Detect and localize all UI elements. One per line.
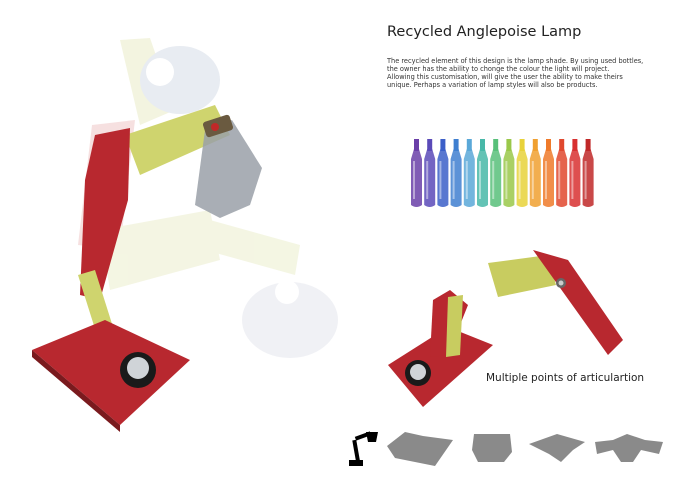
lamp-arm-silhouette-icon xyxy=(529,434,585,462)
bottle xyxy=(529,139,541,207)
bottle xyxy=(503,139,515,207)
bottle-row xyxy=(411,139,594,207)
bottle xyxy=(516,139,528,207)
red-arm xyxy=(80,128,130,300)
bottle xyxy=(424,139,436,207)
articulation-caption: Multiple points of articulartion xyxy=(486,372,645,384)
lamp-shade-silhouette-icon xyxy=(472,434,512,462)
lamp-base-silhouette-icon xyxy=(387,432,453,466)
bottle xyxy=(450,139,462,207)
description-paragraph-1: The recycled element of this design is t… xyxy=(387,57,644,73)
bottle xyxy=(437,139,449,207)
bottle xyxy=(477,139,488,207)
articulation-photos xyxy=(388,250,623,407)
joint-red-arm xyxy=(533,250,623,355)
upper-arm xyxy=(125,105,230,175)
lamp-silhouette-icon xyxy=(349,431,378,466)
description: The recycled element of this design is t… xyxy=(387,57,649,89)
bottle xyxy=(463,139,475,207)
lamp-joint-silhouette-icon xyxy=(595,434,663,462)
bottle xyxy=(543,139,554,207)
lamp-base xyxy=(32,320,190,425)
bottle xyxy=(411,139,422,207)
bottle xyxy=(569,139,581,207)
bottle xyxy=(556,139,568,207)
bottle xyxy=(582,139,594,207)
description-paragraph-2: Allowing this customisation, will give t… xyxy=(387,73,623,89)
page-title: Recycled Anglepoise Lamp xyxy=(387,24,582,40)
bottle xyxy=(490,139,502,207)
